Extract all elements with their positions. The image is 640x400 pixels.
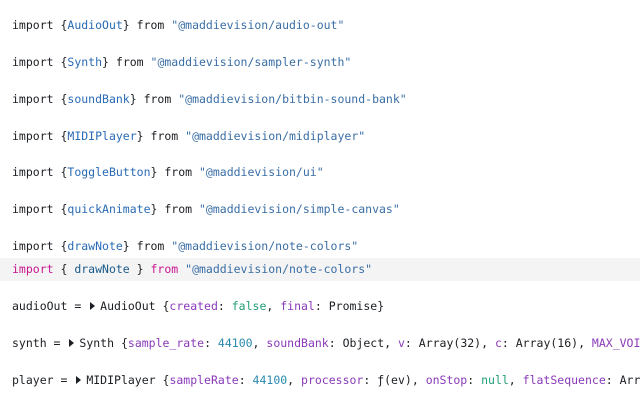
import-keyword: import — [12, 202, 54, 216]
variable-name: audioOut — [12, 299, 68, 313]
imported-name: drawNote — [74, 262, 130, 276]
field-value: Array(32) — [418, 336, 482, 350]
import-keyword: import — [12, 55, 54, 69]
from-keyword: from — [164, 165, 193, 179]
variable-name: synth — [12, 336, 47, 350]
import-cell[interactable]: import {AudioOut} from "@maddievision/au… — [12, 18, 345, 32]
imported-name: ToggleButton — [67, 165, 151, 179]
import-cell[interactable]: import {drawNote} from "@maddievision/no… — [12, 239, 359, 253]
field-key: MAX_VOICES — [591, 336, 640, 350]
import-cell[interactable]: import {quickAnimate} from "@maddievisio… — [12, 202, 400, 216]
field-key: created — [169, 299, 218, 313]
from-keyword: from — [136, 239, 165, 253]
import-keyword: import — [12, 262, 54, 276]
import-cell[interactable]: import {soundBank} from "@maddievision/b… — [12, 92, 407, 106]
field-value: Promise — [328, 299, 378, 313]
import-keyword: import — [12, 165, 54, 179]
field-key: soundBank — [266, 336, 329, 350]
import-keyword: import — [12, 92, 54, 106]
imported-name: soundBank — [67, 92, 130, 106]
module-source: "@maddievision/bitbin-sound-bank" — [178, 92, 407, 106]
field-key: processor — [301, 373, 364, 387]
import-cell[interactable]: import {Synth} from "@maddievision/sampl… — [12, 55, 352, 69]
imported-name: Synth — [67, 55, 103, 69]
output-cell-synth: synth = Synth {sample_rate: 44100, sound… — [0, 333, 640, 353]
import-keyword: import — [12, 239, 54, 253]
field-key: flatSequence — [522, 373, 606, 387]
import-keyword: import — [12, 18, 54, 32]
field-key: sampleRate — [169, 373, 239, 387]
import-cell[interactable]: import {ToggleButton} from "@maddievisio… — [12, 165, 324, 179]
module-source: "@maddievision/simple-canvas" — [199, 202, 400, 216]
field-value: 44100 — [217, 336, 253, 350]
field-key: final — [280, 299, 315, 313]
from-keyword: from — [143, 92, 172, 106]
expand-caret-icon[interactable] — [76, 376, 82, 384]
object-type: Synth — [79, 336, 115, 350]
expand-caret-icon[interactable] — [69, 339, 75, 347]
import-cell[interactable]: import {MIDIPlayer} from "@maddievision/… — [12, 129, 366, 143]
from-keyword: from — [150, 129, 179, 143]
imported-name: AudioOut — [67, 18, 123, 32]
module-source: "@maddievision/audio-out" — [171, 18, 345, 32]
field-value: null — [481, 373, 509, 387]
object-type: MIDIPlayer — [86, 373, 156, 387]
output-cell-player: player = MIDIPlayer {sampleRate: 44100, … — [0, 370, 640, 390]
field-key: onStop — [425, 373, 468, 387]
from-keyword: from — [164, 202, 193, 216]
field-value: Array(16) — [515, 336, 579, 350]
field-value: 44100 — [252, 373, 288, 387]
from-keyword: from — [150, 262, 179, 276]
imported-name: quickAnimate — [67, 202, 151, 216]
field-key: v — [397, 336, 405, 350]
object-type: AudioOut — [100, 299, 156, 313]
imported-name: drawNote — [67, 239, 123, 253]
import-keyword: import — [12, 129, 54, 143]
field-key: sample_rate — [127, 336, 205, 350]
field-value: Array(0) — [619, 373, 640, 387]
field-value: false — [231, 299, 267, 313]
imported-name: MIDIPlayer — [67, 129, 137, 143]
from-keyword: from — [136, 18, 165, 32]
field-value: Object — [342, 336, 385, 350]
module-source: "@maddievision/sampler-synth" — [150, 55, 352, 69]
module-source: "@maddievision/midiplayer" — [185, 129, 366, 143]
from-keyword: from — [115, 55, 144, 69]
module-source: "@maddievision/ui" — [199, 165, 324, 179]
field-key: c — [494, 336, 502, 350]
output-cell-audioout: audioOut = AudioOut {created: false, fin… — [12, 299, 385, 313]
expand-caret-icon[interactable] — [90, 302, 96, 310]
module-source: "@maddievision/note-colors" — [185, 262, 373, 276]
field-value: ƒ(ev) — [377, 373, 412, 387]
module-source: "@maddievision/note-colors" — [171, 239, 359, 253]
variable-name: player — [12, 373, 54, 387]
cell-editor[interactable]: import { drawNote } from "@maddievision/… — [0, 258, 640, 281]
